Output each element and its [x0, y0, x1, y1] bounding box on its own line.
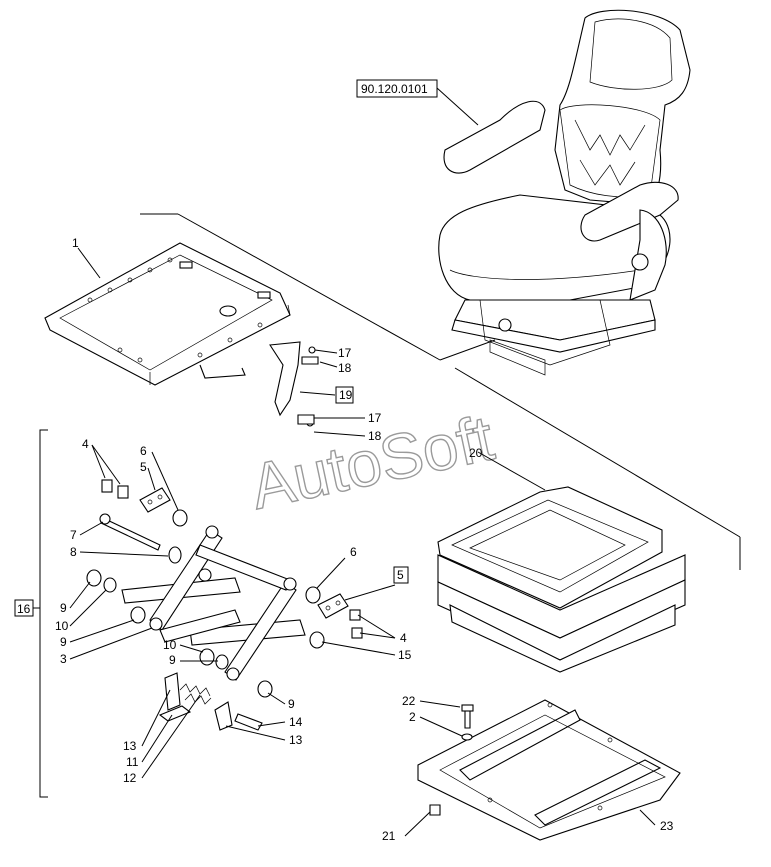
pin-7	[100, 517, 161, 551]
label-5-right: 5	[397, 568, 404, 582]
label-23: 23	[660, 819, 674, 833]
label-10-lower: 10	[163, 638, 177, 652]
label-10-left: 10	[55, 619, 69, 633]
release-lever	[269, 341, 366, 437]
label-9-left-b: 9	[60, 635, 67, 649]
upper-fasteners	[91, 444, 188, 527]
label-13-left: 13	[123, 739, 137, 753]
label-5-box	[393, 566, 409, 584]
label-19: 19	[339, 388, 353, 402]
reference-box-text: 90.120.0101	[361, 82, 428, 96]
label-18-bottom: 18	[368, 429, 382, 443]
label-3: 3	[60, 652, 67, 666]
label-2: 2	[409, 710, 416, 724]
ring-8	[168, 546, 182, 564]
base-plate-1	[44, 242, 291, 386]
label-21: 21	[382, 829, 396, 843]
label-16: 16	[17, 602, 31, 616]
label-22: 22	[402, 694, 416, 708]
label-9-lower: 9	[169, 653, 176, 667]
label-9-left-a: 9	[60, 601, 67, 615]
label-14: 14	[289, 715, 303, 729]
label-15: 15	[398, 648, 412, 662]
label-8: 8	[70, 545, 77, 559]
label-12: 12	[123, 771, 137, 785]
label-6-right: 6	[350, 545, 357, 559]
label-1: 1	[72, 236, 79, 250]
label-4-top: 4	[82, 437, 89, 451]
label-4-right: 4	[400, 631, 407, 645]
base-plate-23	[417, 699, 681, 841]
scissor-mechanism	[121, 525, 306, 681]
label-6-top: 6	[140, 444, 147, 458]
label-18-top: 18	[338, 361, 352, 375]
label-9-right: 9	[288, 697, 295, 711]
label-20: 20	[469, 446, 483, 460]
label-5-top: 5	[140, 460, 147, 474]
bellows-20	[437, 451, 686, 673]
label-19-box	[335, 386, 354, 404]
reference-callout: 90.120.0101	[356, 79, 479, 126]
seat-assembly	[438, 9, 691, 376]
label-13-right: 13	[289, 733, 303, 747]
label-11: 11	[126, 755, 139, 769]
label-17-bottom: 17	[368, 411, 382, 425]
label-7: 7	[70, 528, 77, 542]
label-17-top: 17	[338, 346, 352, 360]
